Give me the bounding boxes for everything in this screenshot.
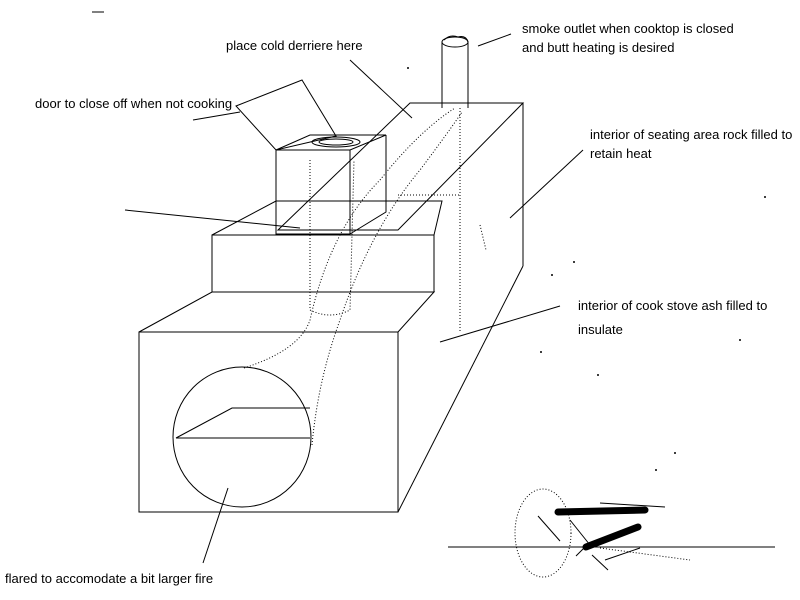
- cook-stove-block: [138, 291, 436, 513]
- label-cookstove-interior-1: interior of cook stove ash filled to: [578, 298, 767, 313]
- label-seating-interior-1: interior of seating area rock filled to: [590, 127, 792, 142]
- internal-flue: [243, 107, 487, 446]
- leader-lines: [124, 33, 584, 564]
- cooktop-box: [275, 134, 387, 235]
- seating-bench: [276, 102, 525, 513]
- label-cookstove-interior-2: insulate: [578, 322, 623, 337]
- label-smoke-outlet-1: smoke outlet when cooktop is closed: [522, 21, 734, 36]
- step-block: [211, 200, 443, 293]
- sketch-detail: [448, 488, 775, 578]
- label-smoke-outlet-2: and butt heating is desired: [522, 40, 675, 55]
- stray-specks: [407, 67, 766, 471]
- label-firebox: flared to accomodate a bit larger fire: [5, 571, 213, 586]
- label-seat: place cold derriere here: [226, 38, 363, 53]
- firebox-opening: [172, 366, 312, 508]
- cooktop-door: [235, 79, 337, 151]
- label-seating-interior-2: retain heat: [590, 146, 652, 161]
- chimney: [441, 35, 469, 108]
- label-door: door to close off when not cooking: [35, 96, 232, 111]
